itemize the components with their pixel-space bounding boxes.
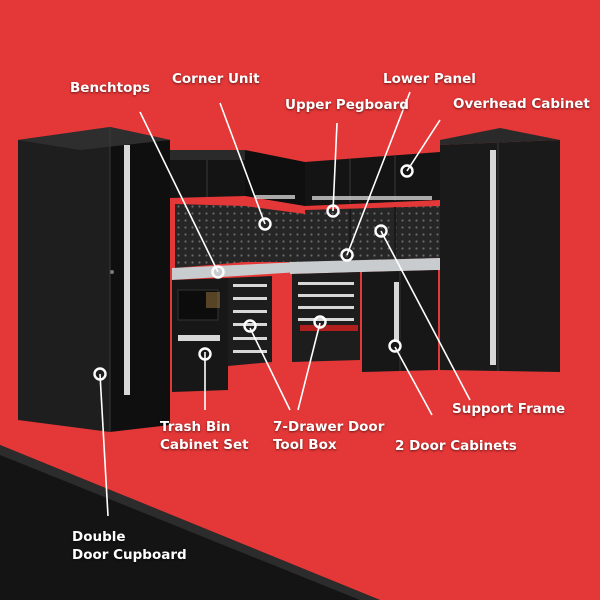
drawer-unit-marker [243,319,257,333]
lower-panel-marker [340,248,354,262]
support-frame-marker [374,224,388,238]
label-tool-box-line1: 7-Drawer Door [273,419,385,435]
label-corner-unit: Corner Unit [172,71,260,87]
callout-lines [99,91,471,517]
trash-bin-marker [198,347,212,361]
tool-box-marker [313,315,327,329]
label-two-door-cabinets: 2 Door Cabinets [395,438,517,454]
corner-unit-marker [258,217,272,231]
right-tall-cabinet [440,128,560,372]
label-overhead-cabinet: Overhead Cabinet [453,96,590,112]
tall-cabinet-handle [490,150,496,365]
label-lower-panel: Lower Panel [383,71,476,87]
label-trash-bin-line2: Cabinet Set [160,437,249,453]
label-tool-box-line2: Tool Box [273,437,337,453]
label-trash-bin-cabinet-set: Trash Bin Cabinet Set [160,418,249,454]
label-support-frame: Support Frame [452,401,566,417]
two-door-marker [388,339,402,353]
label-double-door-line2: Door Cupboard [72,547,187,563]
left-wall-run [170,150,300,392]
right-wall-run [290,152,440,372]
double-door-marker [93,367,107,381]
label-tool-box: 7-Drawer Door Tool Box [273,418,384,454]
label-upper-pegboard: Upper Pegboard [285,97,409,113]
label-double-door-cupboard: Double Door Cupboard [72,528,187,564]
overhead-cabinet-marker [400,164,414,178]
upper-pegboard-marker [326,204,340,218]
cupboard-handle [124,145,130,395]
double-door-cupboard [18,127,170,432]
benchtops-marker [211,265,225,279]
label-double-door-line1: Double [72,529,126,545]
label-benchtops: Benchtops [70,80,151,96]
label-trash-bin-line1: Trash Bin [160,419,231,435]
